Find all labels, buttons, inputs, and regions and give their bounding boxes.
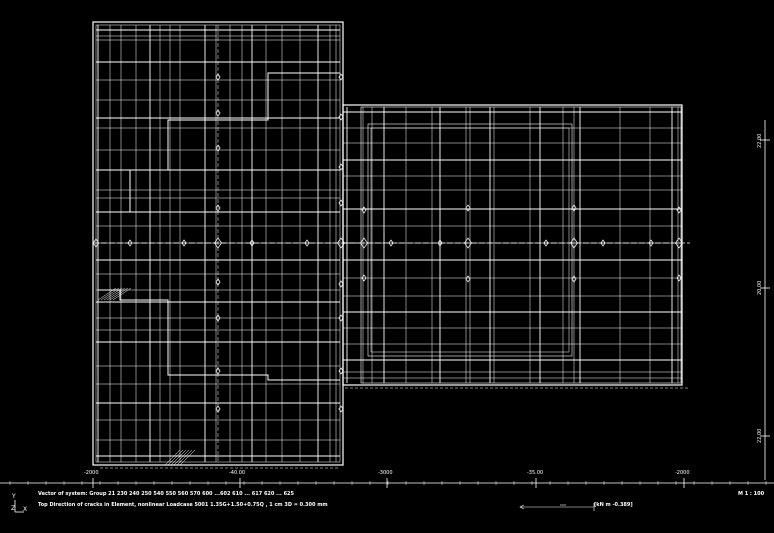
- crack-marker: [388, 239, 394, 247]
- crack-marker: [361, 206, 367, 214]
- footer-graphics: [14, 500, 595, 513]
- footer-vector-line: Vector of system: Group 21 230 240 250 5…: [38, 491, 295, 497]
- crack-marker: [338, 113, 344, 121]
- left-slab-step-outline: [98, 72, 340, 213]
- crack-marker: [215, 109, 221, 117]
- crack-marker: [249, 239, 255, 247]
- x-tick-label: -2000: [675, 470, 690, 476]
- y-tick-label: 22.00: [757, 428, 763, 443]
- crack-marker: [338, 73, 344, 81]
- crack-marker: [215, 405, 221, 413]
- x-tick-label: -2000: [84, 470, 99, 476]
- crack-markers: [92, 73, 683, 413]
- hatch-line: [106, 287, 126, 301]
- crack-marker: [676, 206, 682, 214]
- crack-marker: [337, 237, 345, 249]
- hatch-line: [164, 449, 181, 466]
- right-slab-outline: [342, 104, 690, 389]
- hatch-line: [109, 287, 129, 301]
- y-tick-label: 20.00: [757, 280, 763, 295]
- crack-marker: [215, 144, 221, 152]
- crack-marker: [543, 239, 549, 247]
- crack-marker: [465, 275, 471, 283]
- crack-marker: [360, 237, 368, 249]
- crack-marker: [215, 314, 221, 322]
- crack-marker: [361, 274, 367, 282]
- crack-marker: [338, 280, 344, 288]
- crack-marker: [338, 199, 344, 207]
- drawing-scale: M 1 : 100: [738, 491, 765, 497]
- y-tick-label: 22.00: [757, 133, 763, 148]
- crack-marker: [215, 204, 221, 212]
- crack-marker: [465, 204, 471, 212]
- right-slab-border: [342, 104, 683, 386]
- crack-marker: [437, 239, 443, 247]
- crack-marker: [676, 274, 682, 282]
- crack-marker: [571, 204, 577, 212]
- hatch-line: [176, 449, 193, 466]
- hatch-line: [97, 287, 117, 301]
- x-tick-label: -40.00: [229, 470, 246, 476]
- x-tick-label: -35.00: [527, 470, 544, 476]
- hatch-line: [100, 287, 120, 301]
- axis-z-label: Z: [11, 505, 16, 512]
- footer-loadcase-line: Top Direction of cracks in Element, nonl…: [38, 502, 328, 508]
- hatch-line: [170, 449, 187, 466]
- crack-marker: [304, 239, 310, 247]
- crack-marker: [338, 314, 344, 322]
- crack-marker: [675, 237, 683, 249]
- crack-marker: [570, 237, 578, 249]
- legend-arrow-left: [519, 504, 525, 510]
- crack-marker: [464, 237, 472, 249]
- crack-marker: [92, 238, 100, 248]
- crack-marker: [571, 275, 577, 283]
- crack-marker: [215, 278, 221, 286]
- crack-marker: [215, 73, 221, 81]
- hatch-line: [179, 449, 196, 466]
- right-slab-inner-border: [360, 106, 682, 384]
- left-slab-step-outline: [98, 289, 340, 381]
- crack-marker: [214, 237, 222, 249]
- crack-marker: [181, 239, 187, 247]
- hatch-line: [112, 287, 132, 301]
- crack-marker: [338, 367, 344, 375]
- right-axis: [760, 120, 770, 480]
- crack-marker: [648, 239, 654, 247]
- hatch-line: [173, 449, 190, 466]
- hatch-line: [103, 287, 123, 301]
- left-slab-outline: [92, 21, 360, 469]
- footer-legend-label: [kN m -0.389]: [594, 502, 633, 508]
- axis-x-label: X: [23, 506, 28, 513]
- bottom-axis: [0, 478, 774, 488]
- x-tick-label: -3000: [378, 470, 393, 476]
- hatch-line: [167, 449, 184, 466]
- crack-marker: [338, 405, 344, 413]
- crack-marker: [127, 239, 133, 247]
- crack-marker: [600, 239, 606, 247]
- crack-marker: [338, 163, 344, 171]
- axis-y-label: Y: [12, 493, 16, 500]
- crack-marker: [215, 367, 221, 375]
